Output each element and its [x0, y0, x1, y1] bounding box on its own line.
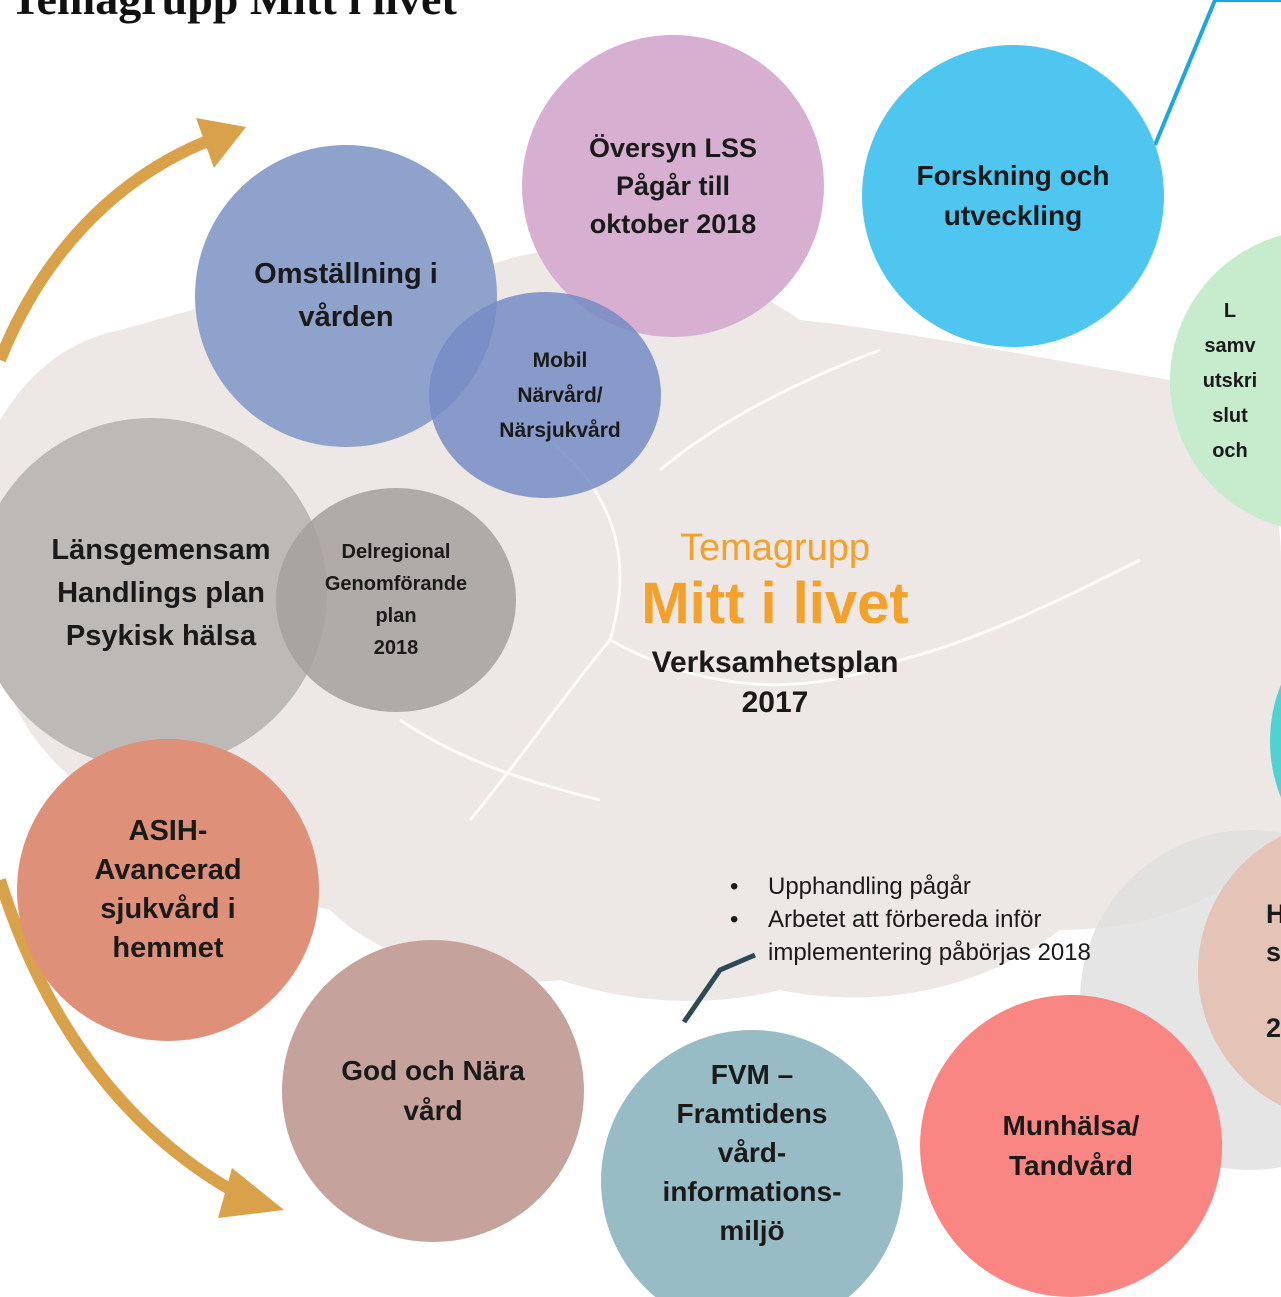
- circle-lansgemensam-text: Länsgemensam Handlings plan Psykisk häls…: [51, 533, 271, 652]
- gold-arrow-top: [0, 134, 213, 363]
- fvm-bullet-list: Upphandling pågår Arbetet att förbereda …: [730, 870, 1091, 969]
- circle-right-teal: [1270, 590, 1281, 892]
- circle-mobil-text: Mobil Närvård/ Närsjukvård: [499, 348, 621, 442]
- circle-omstallning-text: Omställning i vården: [254, 258, 438, 333]
- circle-oversyn-lss-text: Översyn LSS Pågår till oktober 2018: [588, 133, 758, 239]
- circle-lansgemensam: Länsgemensam Handlings plan Psykisk häls…: [0, 418, 327, 768]
- circle-forskning: Forskning och utveckling: [862, 45, 1164, 347]
- circle-delregional: Delregional Genomförande plan 2018: [276, 488, 516, 712]
- circle-asih-text: ASIH- Avancerad sjukvård i hemmet: [94, 815, 242, 964]
- circle-delregional-text: Delregional Genomförande plan 2018: [324, 541, 468, 659]
- dark-connector: [681, 952, 756, 1024]
- slide-title: Temagrupp Mitt i livet: [10, 0, 457, 25]
- bullet-item: Arbetet att förbereda inför: [730, 903, 1091, 936]
- center-plan-line1: Verksamhetsplan: [651, 646, 899, 679]
- circle-right-green-text: L samv utskri slut och: [1202, 299, 1258, 462]
- bullet-item: Upphandling pågår: [730, 870, 1091, 903]
- circle-god-och-nara: God och Nära vård: [282, 940, 584, 1242]
- map-roads: [399, 348, 1141, 821]
- circle-god-och-nara-text: God och Nära vård: [341, 1055, 525, 1126]
- gold-arrowhead-bottom: [218, 1168, 284, 1218]
- gold-arrowhead-top: [196, 118, 246, 168]
- circle-right-pink-text: H s 2: [1266, 899, 1281, 1043]
- center-heading: Temagrupp Mitt i livet Verksamhetsplan 2…: [575, 525, 975, 723]
- circle-oversyn-lss: Översyn LSS Pågår till oktober 2018: [522, 35, 824, 337]
- center-subtitle: Temagrupp: [679, 527, 871, 569]
- gold-arrow-bottom: [0, 878, 243, 1201]
- circle-forskning-text: Forskning och utveckling: [916, 160, 1110, 231]
- circle-fvm: FVM – Framtidens vård- informations- mil…: [601, 1030, 903, 1297]
- center-main-title: Mitt i livet: [641, 571, 909, 636]
- circle-mobil: Mobil Närvård/ Närsjukvård: [429, 292, 661, 498]
- center-plan-line2: 2017: [741, 686, 809, 719]
- circle-munhalsa-text: Munhälsa/ Tandvård: [1002, 1110, 1140, 1181]
- circle-fvm-text: FVM – Framtidens vård- informations- mil…: [662, 1059, 842, 1246]
- circle-munhalsa: Munhälsa/ Tandvård: [920, 995, 1222, 1297]
- circle-asih: ASIH- Avancerad sjukvård i hemmet: [17, 739, 319, 1041]
- bullet-item-continuation: implementering påbörjas 2018: [768, 939, 1091, 966]
- blue-connector: [1153, 0, 1281, 146]
